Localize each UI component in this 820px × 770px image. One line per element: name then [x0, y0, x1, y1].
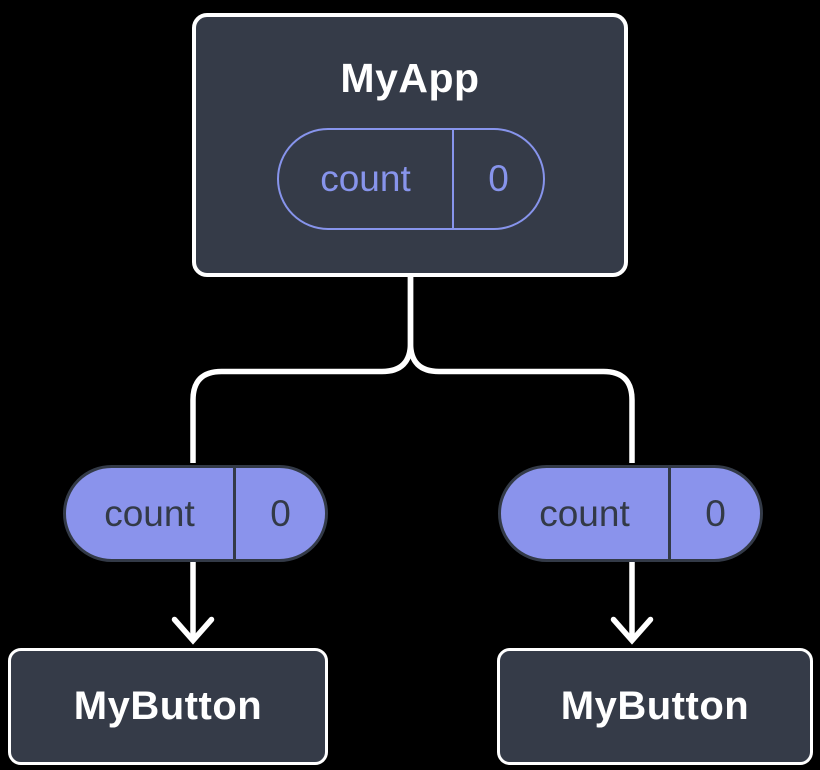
state-pill: count 0: [277, 128, 545, 230]
prop-pill-right: count 0: [498, 465, 763, 562]
branch-right-line: [407, 274, 635, 463]
state-name-label: count: [320, 158, 411, 199]
myapp-title: MyApp: [340, 55, 480, 101]
branch-left-line: [190, 274, 414, 463]
arrow-down-left-icon: [171, 557, 215, 645]
mybutton-title: MyButton: [73, 684, 263, 728]
mybutton-node-left: MyButton: [8, 648, 328, 765]
prop-name-label: count: [104, 492, 195, 534]
prop-name-label: count: [539, 492, 630, 534]
mybutton-title: MyButton: [560, 684, 750, 728]
arrow-down-right-icon: [610, 557, 654, 645]
mybutton-node-right: MyButton: [497, 648, 813, 765]
state-value-label: 0: [452, 130, 543, 228]
prop-pill-left: count 0: [63, 465, 328, 562]
prop-value-label: 0: [668, 468, 760, 559]
prop-value-label: 0: [233, 468, 325, 559]
myapp-node: MyApp count 0: [192, 13, 628, 277]
